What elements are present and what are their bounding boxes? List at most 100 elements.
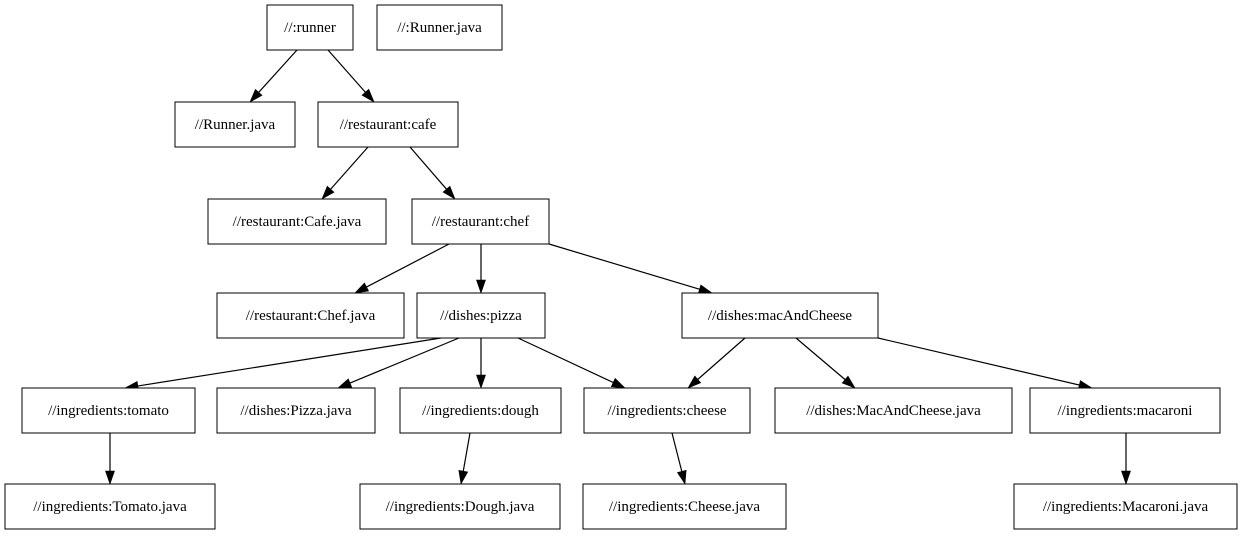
node-label: //Runner.java bbox=[195, 117, 276, 133]
graph-edge bbox=[249, 49, 298, 103]
node-label: //dishes:MacAndCheese.java bbox=[806, 403, 981, 419]
graph-edge bbox=[337, 337, 460, 389]
edge-arrowhead-icon bbox=[697, 284, 713, 294]
node-box[interactable] bbox=[681, 292, 879, 339]
graph-node-ingredients_dough[interactable]: //ingredients:dough bbox=[399, 387, 562, 434]
edge-line bbox=[409, 146, 449, 192]
edge-arrowhead-icon bbox=[105, 470, 115, 485]
graph-node-dishes_macandcheese[interactable]: //dishes:macAndCheese bbox=[681, 292, 879, 339]
node-box[interactable] bbox=[376, 4, 503, 51]
graph-node-dishes_macandcheese_java[interactable]: //dishes:MacAndCheese.java bbox=[774, 387, 1013, 434]
edge-line bbox=[364, 243, 450, 289]
node-box[interactable] bbox=[174, 101, 296, 148]
graph-edge bbox=[105, 433, 115, 485]
edge-line bbox=[327, 49, 368, 95]
edge-line bbox=[695, 337, 746, 382]
node-box[interactable] bbox=[207, 198, 387, 245]
graph-node-ingredients_tomato[interactable]: //ingredients:tomato bbox=[21, 387, 196, 434]
node-box[interactable] bbox=[411, 198, 550, 245]
node-label: //ingredients:Macaroni.java bbox=[1043, 499, 1209, 515]
graph-node-ingredients_cheese[interactable]: //ingredients:cheese bbox=[583, 387, 751, 434]
node-box[interactable] bbox=[216, 292, 405, 339]
node-label: //restaurant:chef bbox=[432, 214, 529, 230]
graph-edge bbox=[327, 49, 375, 103]
graph-edge bbox=[795, 337, 856, 389]
edge-line bbox=[347, 337, 460, 385]
node-label: //dishes:pizza bbox=[440, 308, 522, 324]
edge-arrowhead-icon bbox=[458, 470, 469, 485]
node-label: //ingredients:dough bbox=[422, 403, 539, 419]
graph-node-dishes_pizza_java[interactable]: //dishes:Pizza.java bbox=[216, 387, 376, 434]
node-box[interactable] bbox=[774, 387, 1013, 434]
graph-node-restaurant_cafe[interactable]: //restaurant:cafe bbox=[317, 101, 459, 148]
edge-arrowhead-icon bbox=[687, 375, 702, 389]
nodes-layer: //:runner //:Runner.java //Runner.java //re… bbox=[4, 4, 1238, 530]
node-box[interactable] bbox=[583, 387, 751, 434]
edge-arrowhead-icon bbox=[337, 378, 353, 389]
edge-arrowhead-icon bbox=[676, 469, 687, 485]
graph-edge bbox=[476, 338, 486, 389]
graph-edge bbox=[476, 244, 486, 294]
graph-node-ingredients_cheese_java[interactable]: //ingredients:Cheese.java bbox=[582, 483, 787, 530]
edge-line bbox=[256, 49, 298, 95]
node-label: //ingredients:Cheese.java bbox=[609, 499, 761, 515]
node-label: //dishes:Pizza.java bbox=[240, 403, 352, 419]
edge-arrowhead-icon bbox=[354, 282, 370, 294]
edge-line bbox=[517, 337, 616, 384]
node-box[interactable] bbox=[317, 101, 459, 148]
graph-node-restaurant_cafe_java[interactable]: //restaurant:Cafe.java bbox=[207, 198, 387, 245]
graph-node-restaurant_chef_java[interactable]: //restaurant:Chef.java bbox=[216, 292, 405, 339]
edge-line bbox=[328, 146, 369, 192]
graph-node-ingredients_macaroni[interactable]: //ingredients:macaroni bbox=[1029, 387, 1221, 434]
node-box[interactable] bbox=[4, 483, 216, 530]
node-label: //:Runner.java bbox=[397, 20, 482, 36]
node-box[interactable] bbox=[399, 387, 562, 434]
graph-edge bbox=[124, 337, 442, 391]
edge-line bbox=[548, 243, 702, 291]
edge-arrowhead-icon bbox=[442, 185, 456, 200]
graph-edge bbox=[458, 432, 471, 485]
edges-layer bbox=[105, 49, 1131, 485]
graph-edge bbox=[671, 432, 687, 485]
node-label: //ingredients:macaroni bbox=[1058, 403, 1193, 419]
edge-arrowhead-icon bbox=[1121, 470, 1131, 485]
graph-edge bbox=[548, 243, 713, 294]
graph-edge bbox=[687, 337, 746, 389]
graph-node-dishes_pizza[interactable]: //dishes:pizza bbox=[416, 292, 546, 339]
graph-node-runner_java_root[interactable]: //:Runner.java bbox=[376, 4, 503, 51]
graph-node-runner[interactable]: //:runner bbox=[266, 4, 354, 51]
graph-edge bbox=[321, 146, 369, 200]
node-box[interactable] bbox=[21, 387, 196, 434]
node-box[interactable] bbox=[582, 483, 787, 530]
node-box[interactable] bbox=[1013, 483, 1238, 530]
node-label: //ingredients:cheese bbox=[607, 403, 726, 419]
edge-arrowhead-icon bbox=[249, 88, 263, 103]
edge-arrowhead-icon bbox=[610, 377, 626, 389]
node-label: //restaurant:Cafe.java bbox=[233, 214, 362, 230]
graph-node-ingredients_macaroni_java[interactable]: //ingredients:Macaroni.java bbox=[1013, 483, 1238, 530]
edge-arrowhead-icon bbox=[841, 375, 856, 389]
graph-node-runner_java[interactable]: //Runner.java bbox=[174, 101, 296, 148]
node-label: //dishes:macAndCheese bbox=[708, 308, 852, 324]
node-box[interactable] bbox=[416, 292, 546, 339]
edge-line bbox=[462, 432, 471, 474]
graph-node-ingredients_tomato_java[interactable]: //ingredients:Tomato.java bbox=[4, 483, 216, 530]
edge-line bbox=[877, 337, 1082, 387]
node-box[interactable] bbox=[359, 483, 561, 530]
node-label: //:runner bbox=[284, 20, 336, 36]
node-box[interactable] bbox=[216, 387, 376, 434]
graph-node-ingredients_dough_java[interactable]: //ingredients:Dough.java bbox=[359, 483, 561, 530]
edge-line bbox=[671, 432, 683, 474]
node-box[interactable] bbox=[266, 4, 354, 51]
node-label: //ingredients:Dough.java bbox=[386, 499, 535, 515]
node-box[interactable] bbox=[1029, 387, 1221, 434]
node-label: //ingredients:tomato bbox=[48, 403, 169, 419]
edge-line bbox=[135, 337, 442, 387]
graph-node-restaurant_chef[interactable]: //restaurant:chef bbox=[411, 198, 550, 245]
edge-arrowhead-icon bbox=[476, 374, 486, 389]
edge-arrowhead-icon bbox=[321, 185, 335, 200]
edge-arrowhead-icon bbox=[361, 88, 375, 103]
graph-edge bbox=[517, 337, 626, 389]
